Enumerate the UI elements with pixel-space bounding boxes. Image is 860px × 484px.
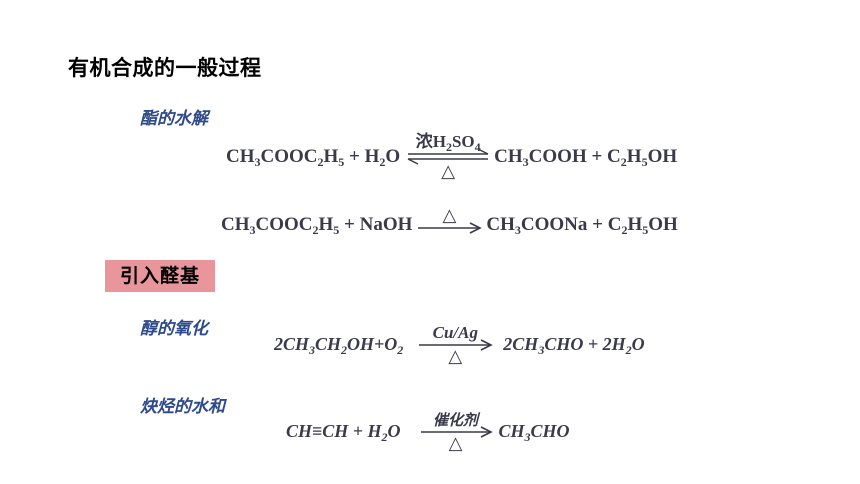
condition-top: 浓H2SO4 bbox=[415, 132, 481, 154]
arrow-right-icon bbox=[420, 425, 493, 438]
product: 2CH3CHO + 2H2O bbox=[503, 334, 645, 357]
product: CH3COONa + C2H5OH bbox=[486, 214, 678, 237]
equation-alkyne-hydration: CH≡CH + H2O 催化剂 △ CH3CHO bbox=[286, 411, 570, 454]
reaction-arrow: 催化剂 △ bbox=[419, 411, 493, 454]
section-alcohol-oxidation: 醇的氧化 bbox=[140, 319, 208, 339]
introduce-aldehyde-badge: 引入醛基 bbox=[105, 260, 215, 292]
product: CH3CHO bbox=[498, 421, 570, 444]
reaction-arrow: Cu/Ag △ bbox=[417, 323, 494, 367]
reversible-arrow-icon bbox=[407, 148, 489, 165]
condition-bottom: △ bbox=[441, 161, 456, 182]
reactant: CH3COOC2H5 + H2O bbox=[226, 146, 401, 169]
page-title: 有机合成的一般过程 bbox=[68, 56, 262, 80]
condition-top: 催化剂 bbox=[433, 410, 479, 429]
equation-ester-hydrolysis-acid: CH3COOC2H5 + H2O 浓H2SO4 △ CH3COOH + C2H5… bbox=[226, 132, 678, 182]
condition-top: Cu/Ag bbox=[432, 322, 478, 342]
equation-ester-hydrolysis-base: CH3COOC2H5 + NaOH △ CH3COONa + C2H5OH bbox=[221, 205, 678, 237]
reaction-arrow: △ bbox=[416, 205, 483, 235]
arrow-right-icon bbox=[419, 338, 494, 351]
condition-top: △ bbox=[442, 205, 457, 226]
equation-alcohol-oxidation: 2CH3CH2OH+O2 Cu/Ag △ 2CH3CHO + 2H2O bbox=[274, 323, 645, 367]
condition-bottom: △ bbox=[448, 345, 463, 367]
arrow-right-icon bbox=[418, 222, 483, 234]
section-ester-hydrolysis: 酯的水解 bbox=[140, 109, 208, 129]
condition-bottom: △ bbox=[448, 432, 463, 454]
reversible-arrow: 浓H2SO4 △ bbox=[406, 132, 490, 182]
reactant: 2CH3CH2OH+O2 bbox=[274, 334, 404, 357]
section-alkyne-hydration: 炔烃的水和 bbox=[140, 397, 225, 417]
product: CH3COOH + C2H5OH bbox=[494, 146, 678, 169]
reactant: CH3COOC2H5 + NaOH bbox=[221, 214, 413, 237]
reactant: CH≡CH + H2O bbox=[286, 421, 401, 444]
